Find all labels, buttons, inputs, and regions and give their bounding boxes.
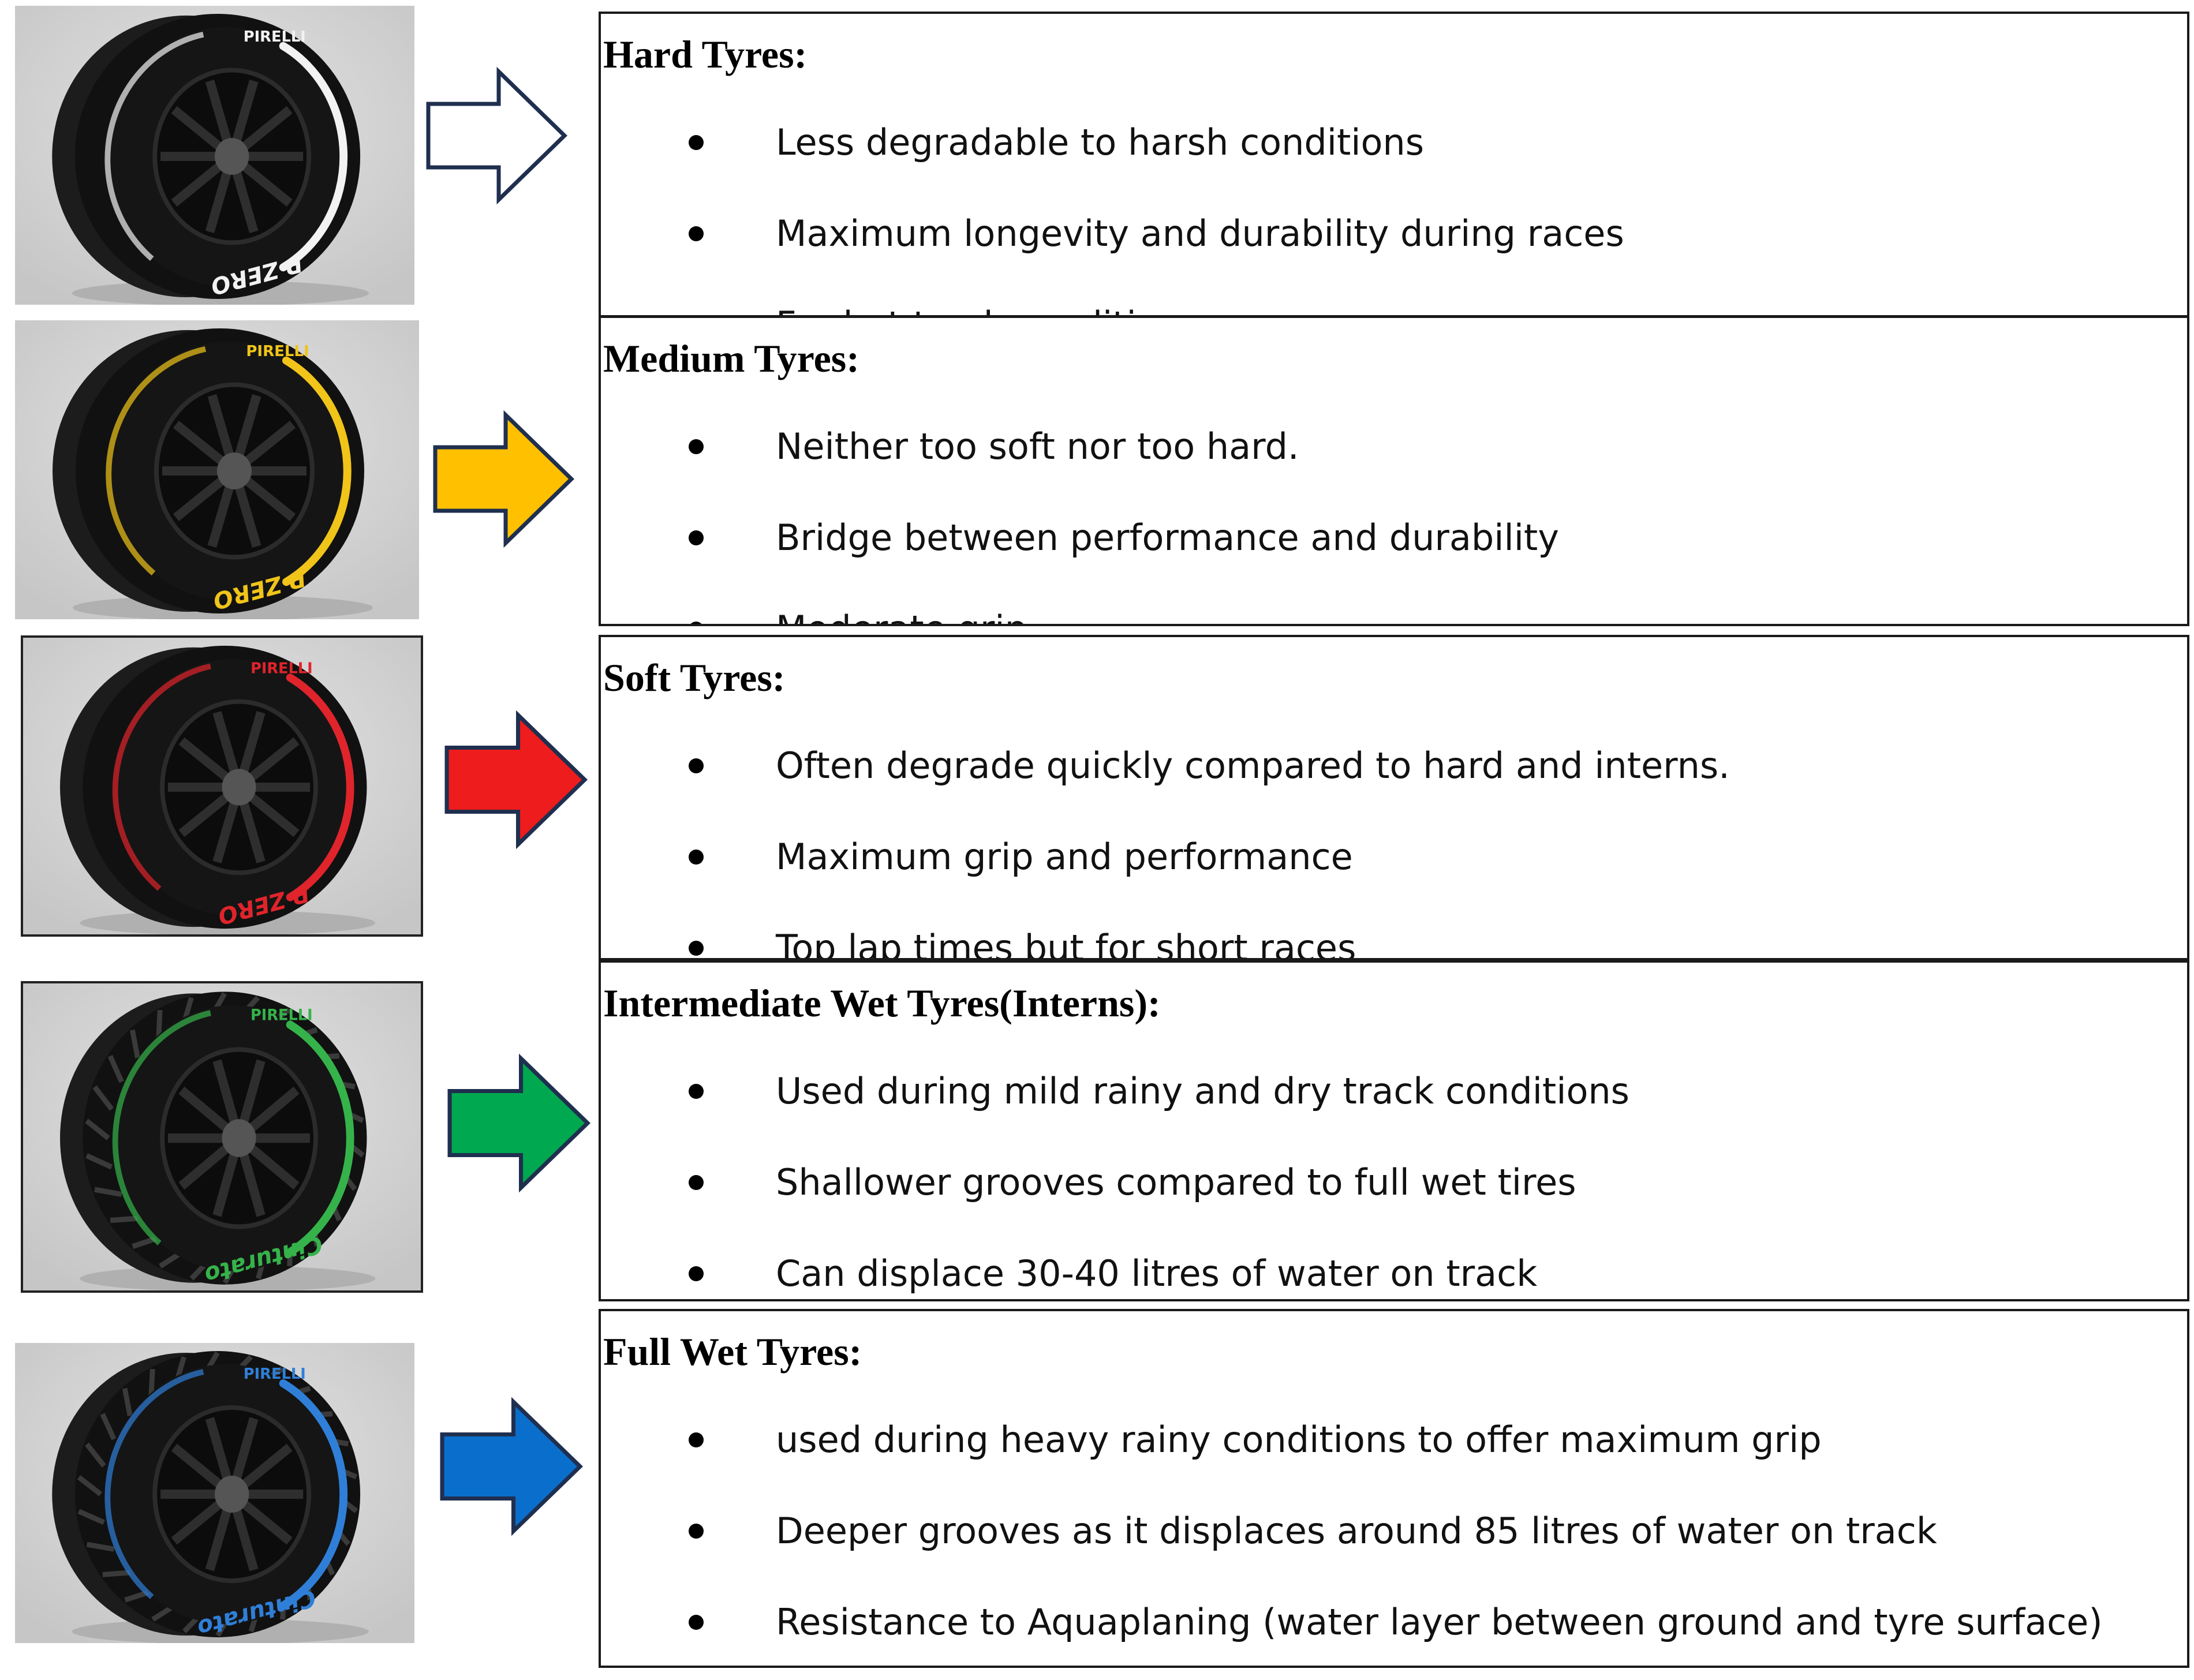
arrow-shape <box>440 1397 584 1536</box>
bullet-text: Shallower grooves compared to full wet t… <box>776 1161 1576 1203</box>
bullet-dot <box>689 530 704 545</box>
arrow-shape <box>444 710 588 850</box>
full-wet-arrow <box>440 1397 584 1536</box>
bullet-text: Deeper grooves as it displaces around 85… <box>776 1510 1937 1552</box>
bullet-text: Neither too soft nor too hard. <box>776 425 1299 467</box>
bullet-text: Bridge between performance and durabilit… <box>776 517 1559 559</box>
bullet-dot <box>689 1084 704 1099</box>
arrow-shape <box>447 1053 591 1193</box>
bullet-text: Maximum grip and performance <box>776 836 1353 878</box>
bullet-text: Used during mild rainy and dry track con… <box>776 1070 1629 1112</box>
full-wet-title: Full Wet Tyres: <box>603 1330 862 1374</box>
arrow-shape <box>433 410 575 548</box>
intermediate-info-box: Intermediate Wet Tyres(Interns): Used dur… <box>599 958 2189 1301</box>
compound-stripe <box>279 1379 348 1610</box>
medium-arrow <box>433 410 575 548</box>
full-wet-info-box: Full Wet Tyres: used during heavy rainy c… <box>599 1309 2189 1668</box>
hard-arrow <box>426 66 568 205</box>
tyre-brand-label: PIRELLI <box>251 660 313 677</box>
compound-stripe <box>282 356 352 586</box>
medium-title: Medium Tyres: <box>603 336 859 380</box>
bullet-text: Top lap times but for short races <box>776 927 1356 961</box>
hard-title: Hard Tyres: <box>603 32 808 76</box>
bullet-text: Moderate grip <box>776 611 1027 624</box>
medium-info-box: Medium Tyres: Neither too soft nor too ha… <box>599 316 2189 626</box>
bullet-dot <box>689 622 704 624</box>
compound-stripe <box>279 42 348 272</box>
bullet-dot <box>689 135 704 150</box>
bullet-dot <box>689 850 704 865</box>
arrow-shape <box>426 66 568 205</box>
bullet-text: Resistance to Aquaplaning (water layer b… <box>776 1601 2103 1643</box>
bullet-dot <box>689 226 704 241</box>
bullet-dot <box>689 1524 704 1539</box>
compound-stripe <box>286 674 354 901</box>
tyre-brand-label: PIRELLI <box>251 1006 313 1024</box>
bullet-text: Less degradable to harsh conditions <box>776 121 1425 163</box>
soft-title: Soft Tyres: <box>603 656 786 699</box>
bullet-dot <box>689 1266 704 1281</box>
bullet-text: Maximum longevity and durability during … <box>776 212 1624 255</box>
bullet-dot <box>689 1175 704 1190</box>
bullet-text: Often degrade quickly compared to hard a… <box>776 744 1730 787</box>
hard-info-box: Hard Tyres: Less degradable to harsh cond… <box>599 12 2189 317</box>
tyre-brand-label: PIRELLI <box>244 1365 306 1383</box>
soft-arrow <box>444 710 588 850</box>
tyre-brand-label: PIRELLI <box>246 343 309 360</box>
bullet-dot <box>689 439 704 454</box>
intermediate-arrow <box>447 1053 591 1193</box>
bullet-text: Can displace 30-40 litres of water on tr… <box>776 1252 1538 1294</box>
intermediate-title: Intermediate Wet Tyres(Interns): <box>603 981 1161 1025</box>
soft-info-box: Soft Tyres: Often degrade quickly compare… <box>599 635 2189 961</box>
bullet-text: For hot track conditions <box>776 307 1199 316</box>
compound-stripe <box>286 1020 354 1256</box>
tyre-brand-label: PIRELLI <box>244 28 306 46</box>
bullet-dot <box>689 941 704 956</box>
bullet-dot <box>689 1615 704 1630</box>
bullet-dot <box>689 1432 704 1447</box>
bullet-text: used during heavy rainy conditions to of… <box>776 1419 1822 1461</box>
bullet-dot <box>689 758 704 773</box>
